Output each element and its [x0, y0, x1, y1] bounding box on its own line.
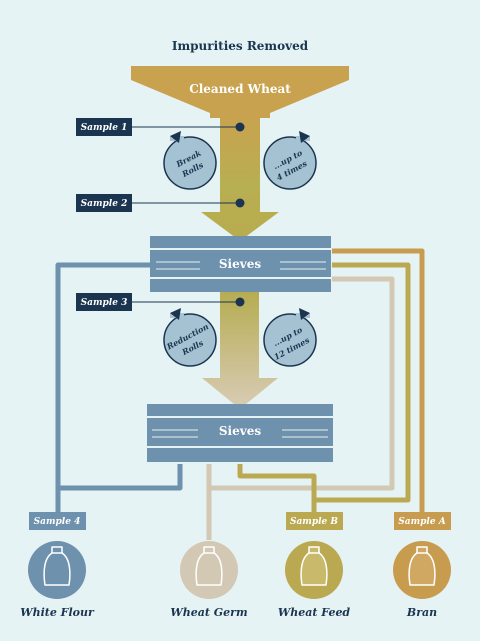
shaft-upper [201, 112, 279, 241]
sample-a-label: Sample A [398, 517, 445, 527]
wheat-feed-bag-icon [285, 541, 343, 599]
sample-1-marker [76, 118, 245, 136]
wheat-feed-label: Wheat Feed [278, 606, 351, 619]
hopper [131, 66, 349, 118]
sample-1-label: Sample 1 [81, 123, 128, 133]
bran-pipe [332, 248, 425, 512]
wheat-germ-bag-icon [180, 541, 238, 599]
bran-label: Bran [406, 606, 437, 619]
sieves-bottom [147, 404, 333, 462]
hopper-label: Cleaned Wheat [189, 82, 291, 96]
germ-pipe-loop [209, 276, 395, 491]
sample-4-label: Sample 4 [34, 517, 81, 527]
feed-pipe-top [314, 262, 411, 503]
sample-b-tag [286, 512, 343, 530]
flour-pipe-bottom [58, 464, 183, 491]
white-flour-label: White Flour [20, 606, 95, 619]
sample-3-marker [76, 293, 245, 311]
bran-bag-icon [393, 541, 451, 599]
sample-a-tag [394, 512, 451, 530]
feed-pipe-bottom [237, 464, 317, 512]
sieves-top [150, 236, 331, 292]
flour-pipe-top [55, 262, 150, 512]
diagram-title: Impurities Removed [172, 39, 309, 53]
white-flour-bag-icon [28, 541, 86, 599]
break-rolls-cycle [163, 131, 217, 190]
sample-2-label: Sample 2 [81, 199, 128, 209]
reduction-repeat-cycle [263, 308, 317, 367]
output-pipes [55, 248, 425, 540]
sample-3-label: Sample 3 [81, 298, 128, 308]
sieves-bottom-label: Sieves [219, 424, 261, 438]
sieves-top-label: Sieves [219, 257, 261, 271]
shaft-lower [202, 290, 278, 409]
break-repeat-cycle [263, 131, 317, 190]
reduction-rolls-cycle [163, 308, 217, 367]
wheat-germ-label: Wheat Germ [170, 606, 247, 619]
sample-b-label: Sample B [290, 517, 338, 527]
sample-2-marker [76, 194, 245, 212]
sample-4-tag [29, 512, 86, 530]
